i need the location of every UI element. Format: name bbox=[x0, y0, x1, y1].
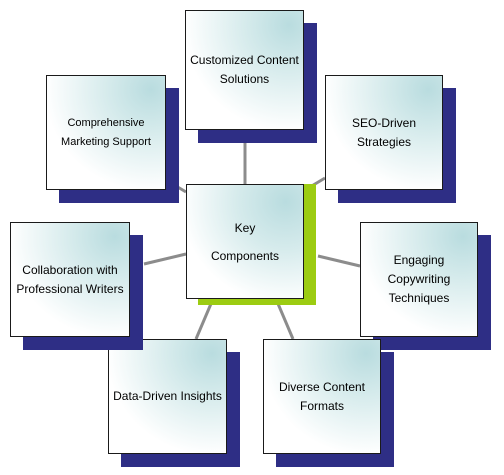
node-label: Collaboration with Professional Writers bbox=[16, 262, 124, 296]
node-data-insights: Data-Driven Insights bbox=[108, 339, 240, 467]
node-copywriting-techniques: Engaging Copywriting Techniques bbox=[360, 222, 491, 350]
node-content-formats: Diverse Content Formats bbox=[263, 339, 394, 467]
node-label: Data-Driven Insights bbox=[113, 389, 222, 403]
node-customized-content: Customized Content Solutions bbox=[185, 10, 317, 143]
node-box: Data-Driven Insights bbox=[108, 339, 227, 454]
center-label: Key Components bbox=[210, 220, 280, 263]
connector-copywriting-techniques bbox=[317, 254, 361, 268]
connector-data-insights bbox=[194, 298, 215, 340]
node-label: SEO-Driven Strategies bbox=[351, 115, 416, 149]
node-label: Comprehensive Marketing Support bbox=[61, 116, 151, 148]
node-box: Customized Content Solutions bbox=[185, 10, 304, 130]
node-box: Engaging Copywriting Techniques bbox=[360, 222, 478, 337]
node-label: Engaging Copywriting Techniques bbox=[387, 253, 451, 305]
node-label: Diverse Content Formats bbox=[278, 379, 366, 413]
node-box: Diverse Content Formats bbox=[263, 339, 381, 454]
node-box: Comprehensive Marketing Support bbox=[46, 75, 166, 190]
connector-professional-writers bbox=[143, 252, 187, 266]
node-box: Collaboration with Professional Writers bbox=[10, 222, 130, 337]
node-box: SEO-Driven Strategies bbox=[325, 75, 443, 190]
node-professional-writers: Collaboration with Professional Writers bbox=[10, 222, 143, 350]
center-box: Key Components bbox=[186, 184, 304, 299]
node-label: Customized Content Solutions bbox=[190, 53, 299, 86]
node-seo-strategies: SEO-Driven Strategies bbox=[325, 75, 456, 203]
connector-content-formats bbox=[274, 298, 295, 340]
node-key-components: Key Components bbox=[186, 184, 316, 305]
node-marketing-support: Comprehensive Marketing Support bbox=[46, 75, 179, 203]
